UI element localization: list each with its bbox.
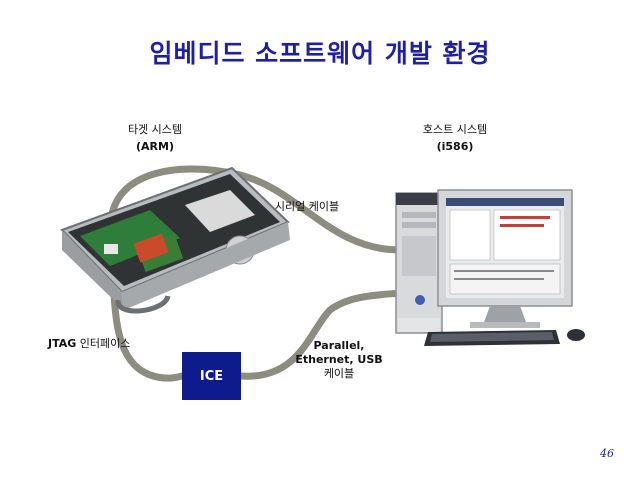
ice-box: ICE [182, 352, 241, 400]
jtag-label-bold: JTAG [48, 337, 77, 350]
target-system-label: 타겟 시스템 (ARM) [100, 121, 210, 153]
host-system-label: 호스트 시스템 (i586) [400, 121, 510, 153]
page-number: 46 [600, 447, 614, 460]
host-system-name: 호스트 시스템 [422, 123, 488, 136]
monitor-icon [437, 189, 573, 328]
host-cable-line2: Ethernet, USB [295, 353, 383, 366]
host-cable-line3: 케이블 [323, 367, 355, 380]
host-cable-label: Parallel, Ethernet, USB 케이블 [292, 339, 386, 381]
target-system-arch: (ARM) [136, 140, 174, 153]
host-cable [237, 289, 404, 380]
host-system-arch: (i586) [436, 140, 474, 153]
keyboard-icon [424, 330, 560, 346]
host-pc-tower-icon [395, 192, 443, 334]
target-system-name: 타겟 시스템 [127, 123, 183, 136]
slide-title: 임베디드 소프트웨어 개발 환경 [149, 39, 491, 68]
jtag-label-rest: 인터페이스 [76, 337, 131, 350]
serial-cable-label: 시리얼 케이블 [274, 200, 340, 213]
target-board-case-icon [60, 166, 290, 314]
jtag-interface-label: JTAG 인터페이스 [48, 335, 158, 351]
mouse-icon [567, 329, 585, 341]
host-cable-line1: Parallel, [313, 339, 365, 352]
